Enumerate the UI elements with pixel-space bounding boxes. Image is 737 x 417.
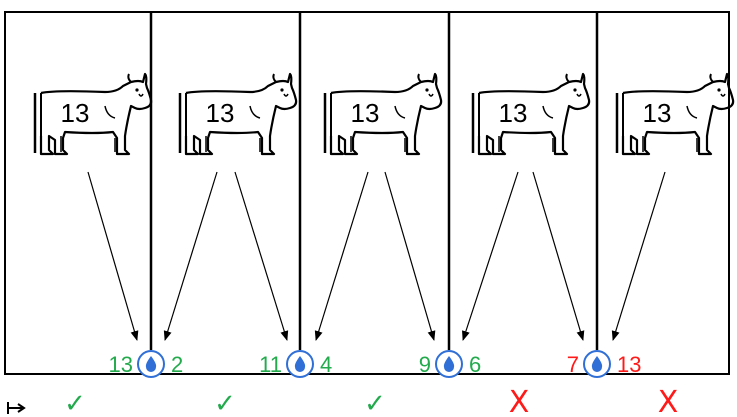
- cow-arrows: [87, 171, 666, 341]
- check-mark: ✓: [364, 389, 386, 417]
- cow-row: 13 13 13 13 13: [33, 72, 735, 156]
- cow-icon: [33, 72, 153, 156]
- water-drop-icon: [294, 356, 306, 372]
- cow-number: 13: [351, 98, 380, 128]
- cow: 13: [323, 72, 443, 156]
- gate-right-value: 2: [171, 352, 183, 377]
- gate-right-value: 13: [617, 352, 641, 377]
- gate: 13 2: [109, 350, 183, 378]
- cow-arrow: [87, 171, 139, 341]
- water-drop-icon: [145, 356, 157, 372]
- water-drop-icon: [443, 356, 455, 372]
- gate: 11 4: [259, 350, 332, 378]
- check-mark: ✓: [64, 389, 86, 417]
- gate-right-value: 4: [320, 352, 332, 377]
- cow-arrow: [461, 171, 519, 341]
- cow: 13: [178, 72, 298, 156]
- cow-arrow: [532, 171, 585, 341]
- cow-arrow: [384, 171, 436, 341]
- cow-number: 13: [643, 98, 672, 128]
- pen-border: [4, 11, 730, 375]
- gate-left-value: 13: [109, 352, 133, 377]
- cow-icon: [178, 72, 298, 156]
- cow-icon: [615, 72, 735, 156]
- cow: 13: [33, 72, 153, 156]
- right-arrow-from-bar-icon: [7, 402, 26, 414]
- cow-arrow: [314, 171, 369, 341]
- pen-dividers: [149, 12, 599, 350]
- gate-left-value: 11: [259, 352, 282, 377]
- cow: 13: [471, 72, 591, 156]
- cow-arrow: [234, 171, 289, 341]
- cow-number: 13: [206, 98, 235, 128]
- water-drop-icon: [591, 356, 603, 372]
- check-mark: ✓: [214, 389, 236, 417]
- cow-arrow: [611, 171, 666, 341]
- cow-arrow: [163, 171, 218, 341]
- gate: 7 13: [567, 350, 641, 378]
- fail-mark: X: [509, 385, 530, 417]
- result-row: ✓ ✓ ✓ X X: [64, 385, 678, 417]
- gate-left-value: 9: [419, 352, 431, 377]
- cow-number: 13: [499, 98, 528, 128]
- gate-right-value: 6: [469, 352, 481, 377]
- gate-left-value: 7: [567, 352, 579, 377]
- cow-icon: [323, 72, 443, 156]
- cow-icon: [471, 72, 591, 156]
- fail-mark: X: [658, 385, 679, 417]
- cow-number: 13: [61, 98, 90, 128]
- cow: 13: [615, 72, 735, 156]
